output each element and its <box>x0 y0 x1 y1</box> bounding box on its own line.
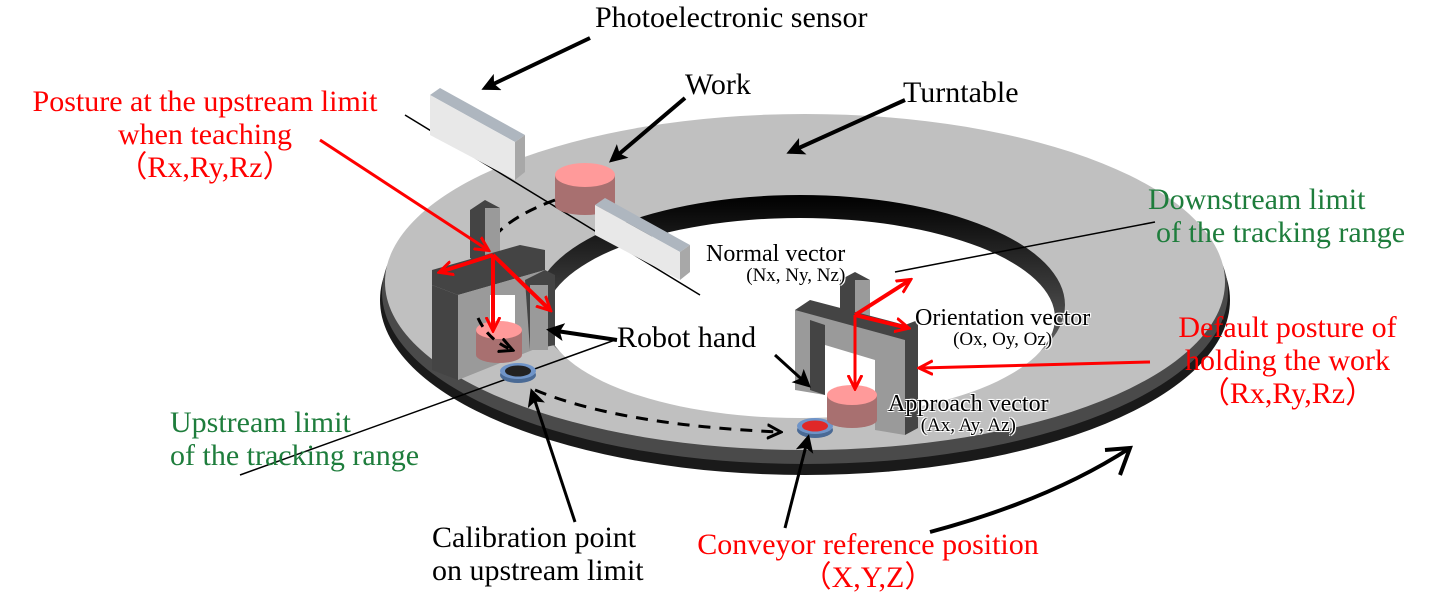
work-path-lower <box>534 388 780 432</box>
upstream-posture-vectors <box>319 138 550 330</box>
calibration-point-marker <box>500 363 536 383</box>
upstream-posture-line1: Posture at the upstream limit <box>32 85 378 118</box>
downstream-limit-line2: of the tracking range <box>1156 216 1406 249</box>
photoelectronic-sensor-right <box>595 198 690 280</box>
work-piece-upstream <box>476 321 522 363</box>
upstream-limit-line2: of the tracking range <box>170 439 420 472</box>
work-path-down <box>476 317 512 350</box>
normal-vector-line1: Normal vector <box>706 241 846 267</box>
upstream-limit-line1: Upstream limit <box>170 406 351 439</box>
approach-vector-line1: Approach vector <box>888 391 1049 417</box>
robot-hand-label: Robot hand <box>617 321 757 354</box>
upstream-posture-line2: when teaching <box>117 118 293 151</box>
work-label: Work <box>685 68 751 101</box>
sensor-pointer-arrow <box>481 36 591 91</box>
normal-vector-line2: (Nx, Ny, Nz) <box>746 265 846 286</box>
photoelectronic-sensor-label: Photoelectronic sensor <box>595 1 868 34</box>
turntable-pointer-arrow <box>786 98 906 155</box>
rotation-arrow <box>929 446 1132 534</box>
downstream-limit-line <box>894 221 1156 273</box>
orientation-vector-line1: Orientation vector <box>915 305 1091 331</box>
upstream-posture-label: Posture at the upstream limit when teach… <box>0 87 410 183</box>
calibration-point-label: Calibration point on upstream limit <box>432 523 644 586</box>
orientation-vector-label: Orientation vector (Ox, Oy, Oz) <box>915 306 1090 349</box>
upstream-limit-label: Upstream limit of the tracking range <box>170 408 419 471</box>
conveyor-reference-line1: Conveyor reference position <box>697 528 1039 561</box>
downstream-limit-label: Downstream limit of the tracking range <box>1148 185 1405 248</box>
robot-hand-pointer-left <box>546 323 618 342</box>
downstream-limit-line1: Downstream limit <box>1148 183 1366 216</box>
robot-hand-pointer-right <box>773 353 811 388</box>
default-posture-label: Default posture of holding the work （Rx,… <box>1145 313 1430 409</box>
conveyor-reference-line2: （X,Y,Z） <box>801 561 935 594</box>
approach-vector-line2: (Ax, Ay, Az) <box>920 415 1016 436</box>
photoelectronic-sensor-left <box>430 88 525 180</box>
calibration-point-line1: Calibration point <box>432 521 637 554</box>
default-posture-line2: holding the work <box>1185 344 1390 377</box>
normal-vector-label: Normal vector (Nx, Ny, Nz) <box>706 242 845 285</box>
work-pointer-arrow <box>608 96 687 163</box>
upstream-limit-line <box>239 339 616 476</box>
default-posture-line3: （Rx,Ry,Rz） <box>1199 377 1376 410</box>
upstream-posture-line3: （Rx,Ry,Rz） <box>117 151 293 184</box>
reference-pointer-arrow <box>783 434 814 529</box>
orientation-vector-line2: (Ox, Oy, Oz) <box>953 329 1053 350</box>
conveyor-reference-label: Conveyor reference position （X,Y,Z） <box>676 530 1060 593</box>
default-posture-vectors <box>855 280 1151 388</box>
default-posture-line1: Default posture of <box>1178 311 1397 344</box>
rotation-arrow-head <box>1104 445 1133 476</box>
approach-vector-label: Approach vector (Ax, Ay, Az) <box>888 392 1049 435</box>
conveyor-reference-marker <box>797 418 833 438</box>
work-piece-downstream <box>827 385 877 428</box>
calibration-point-line2: on upstream limit <box>432 554 644 587</box>
turntable-label: Turntable <box>903 76 1019 109</box>
calibration-pointer-arrow <box>527 388 577 523</box>
